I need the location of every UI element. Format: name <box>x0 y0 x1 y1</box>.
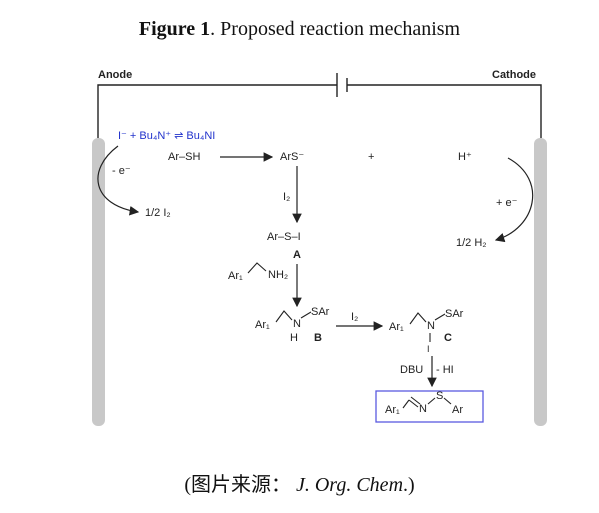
b-sar: SAr <box>311 306 330 318</box>
c-n: N <box>427 320 435 332</box>
source-suffix: .) <box>403 474 415 496</box>
product-ar1: Ar₁ <box>385 404 400 416</box>
amine-bonds <box>247 262 267 274</box>
label-C: C <box>444 332 452 344</box>
cathode-label: Cathode <box>492 69 536 81</box>
label-B: B <box>314 332 322 344</box>
cathode-reduction-label: + e⁻ <box>496 197 518 209</box>
b-h: H <box>290 332 298 344</box>
thiol: Ar–SH <box>168 151 200 163</box>
thiolate: ArS⁻ <box>280 151 304 163</box>
c-bonds <box>409 312 427 325</box>
iodine-step2: I₂ <box>351 311 358 323</box>
cathode-electrode <box>534 138 547 426</box>
circuit-wire-left <box>97 84 337 138</box>
source-prefix: (图片来源： <box>184 474 296 496</box>
proton: H⁺ <box>458 151 472 163</box>
cathode-product: 1/2 H₂ <box>456 237 487 249</box>
product-s-ar-bond <box>443 397 452 405</box>
anode-curved-arrow <box>97 145 140 216</box>
product-box <box>375 390 484 423</box>
anode-electrode <box>92 138 105 426</box>
amine-nh2: NH₂ <box>268 269 288 281</box>
figure-caption: Figure 1. Proposed reaction mechanism <box>0 18 599 41</box>
product-ar: Ar <box>452 404 463 416</box>
figure-title: . Proposed reaction mechanism <box>210 18 461 40</box>
product-bond-1 <box>402 399 410 409</box>
anode-label: Anode <box>98 69 132 81</box>
c-sar: SAr <box>445 308 464 320</box>
product-n: N <box>419 403 427 415</box>
b-ar1: Ar₁ <box>255 319 270 331</box>
c-n-s-bond <box>434 313 446 321</box>
cathode-curved-arrow <box>494 157 534 243</box>
product-double-bond-a <box>408 399 419 408</box>
b-n-s-bond <box>300 311 312 319</box>
figure-number: Figure 1 <box>138 18 211 40</box>
sulfenyl-iodide: Ar–S–I <box>267 231 301 243</box>
amine-ar1: Ar₁ <box>228 270 243 282</box>
iodine-step1: I₂ <box>283 191 290 203</box>
minus-hi-label: - HI <box>436 364 454 376</box>
product-n-s-bond <box>427 397 436 405</box>
product-double-bond-b <box>410 396 421 405</box>
circuit-wire-right <box>347 84 542 138</box>
image-source: (图片来源： J. Org. Chem.) <box>0 468 599 497</box>
anode-oxidation-label: - e⁻ <box>112 165 131 177</box>
source-journal: J. Org. Chem <box>295 474 404 496</box>
b-n: N <box>293 318 301 330</box>
b-bonds <box>275 310 293 323</box>
dbu-label: DBU <box>400 364 423 376</box>
c-i: I <box>427 344 430 354</box>
mediator-equation: I⁻ + Bu₄N⁺ ⇌ Bu₄NI <box>118 130 215 142</box>
anode-product: 1/2 I₂ <box>145 207 171 219</box>
plus-sign: + <box>368 151 374 163</box>
c-ar1: Ar₁ <box>389 321 404 333</box>
product-s: S <box>436 390 443 402</box>
label-A: A <box>293 249 301 261</box>
